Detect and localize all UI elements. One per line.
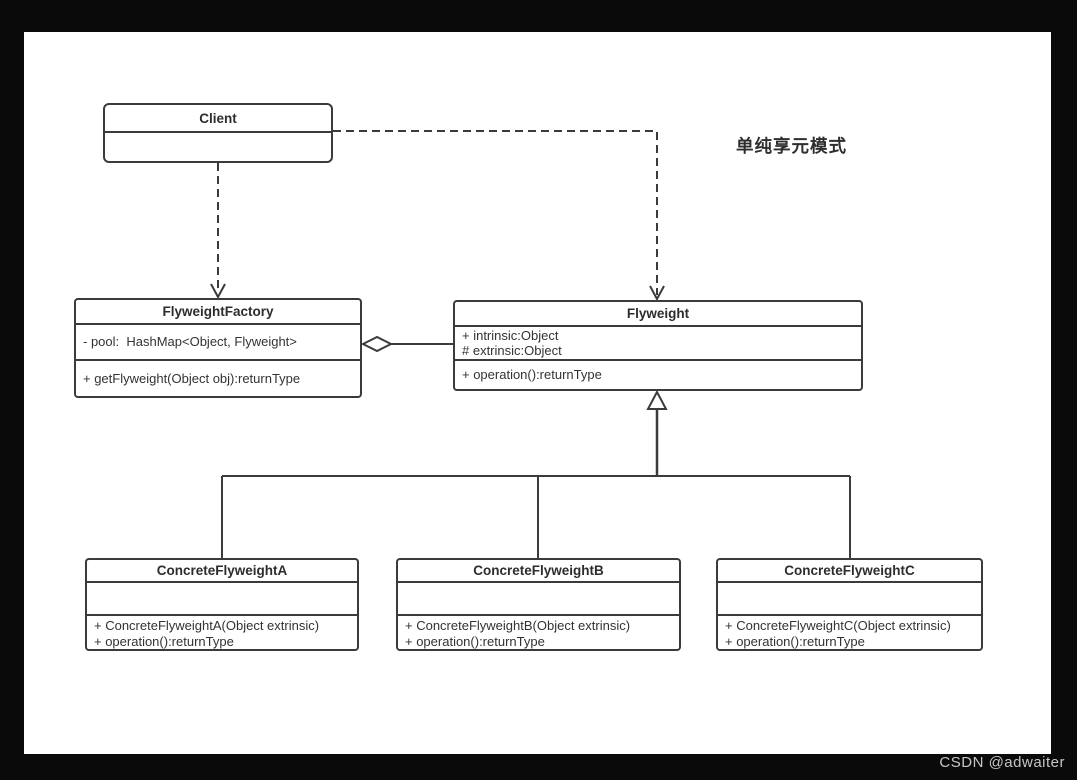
class-body-empty bbox=[105, 133, 331, 161]
class-attributes: + intrinsic:Object # extrinsic:Object bbox=[455, 327, 861, 361]
class-title: ConcreteFlyweightC bbox=[718, 560, 981, 583]
class-attributes bbox=[398, 583, 679, 616]
method-line: + ConcreteFlyweightB(Object extrinsic) bbox=[405, 618, 631, 633]
class-box-flyweight-factory: FlyweightFactory - pool: HashMap<Object,… bbox=[74, 298, 362, 398]
attribute-line: + intrinsic:Object bbox=[462, 327, 559, 343]
method-line: + operation():returnType bbox=[405, 633, 545, 649]
attribute-line: - pool: HashMap<Object, Flyweight> bbox=[83, 334, 297, 350]
class-box-client: Client bbox=[103, 103, 333, 163]
class-attributes bbox=[87, 583, 357, 616]
class-title: ConcreteFlyweightA bbox=[87, 560, 357, 583]
class-box-concrete-flyweight-b: ConcreteFlyweightB + ConcreteFlyweightB(… bbox=[396, 558, 681, 651]
class-methods: + ConcreteFlyweightB(Object extrinsic) +… bbox=[398, 616, 679, 651]
class-methods: + ConcreteFlyweightA(Object extrinsic) +… bbox=[87, 616, 357, 651]
class-box-concrete-flyweight-a: ConcreteFlyweightA + ConcreteFlyweightA(… bbox=[85, 558, 359, 651]
class-attributes: - pool: HashMap<Object, Flyweight> bbox=[76, 325, 360, 361]
diagram-annotation: 单纯享元模式 bbox=[736, 136, 847, 156]
method-line: + getFlyweight(Object obj):returnType bbox=[83, 370, 301, 386]
class-attributes bbox=[718, 583, 981, 616]
class-methods: + ConcreteFlyweightC(Object extrinsic) +… bbox=[718, 616, 981, 651]
method-line: + operation():returnType bbox=[94, 633, 234, 649]
class-box-concrete-flyweight-c: ConcreteFlyweightC + ConcreteFlyweightC(… bbox=[716, 558, 983, 651]
method-line: + operation():returnType bbox=[725, 633, 865, 649]
attribute-line: # extrinsic:Object bbox=[462, 343, 562, 358]
class-methods: + getFlyweight(Object obj):returnType bbox=[76, 361, 360, 396]
class-title: Client bbox=[105, 105, 331, 133]
class-methods: + operation():returnType bbox=[455, 361, 861, 389]
class-title: FlyweightFactory bbox=[76, 300, 360, 325]
method-line: + operation():returnType bbox=[462, 367, 602, 383]
class-box-flyweight: Flyweight + intrinsic:Object # extrinsic… bbox=[453, 300, 863, 391]
method-line: + ConcreteFlyweightC(Object extrinsic) bbox=[725, 618, 951, 633]
method-line: + ConcreteFlyweightA(Object extrinsic) bbox=[94, 618, 320, 633]
class-title: ConcreteFlyweightB bbox=[398, 560, 679, 583]
watermark: CSDN @adwaiter bbox=[939, 754, 1065, 771]
class-title: Flyweight bbox=[455, 302, 861, 327]
